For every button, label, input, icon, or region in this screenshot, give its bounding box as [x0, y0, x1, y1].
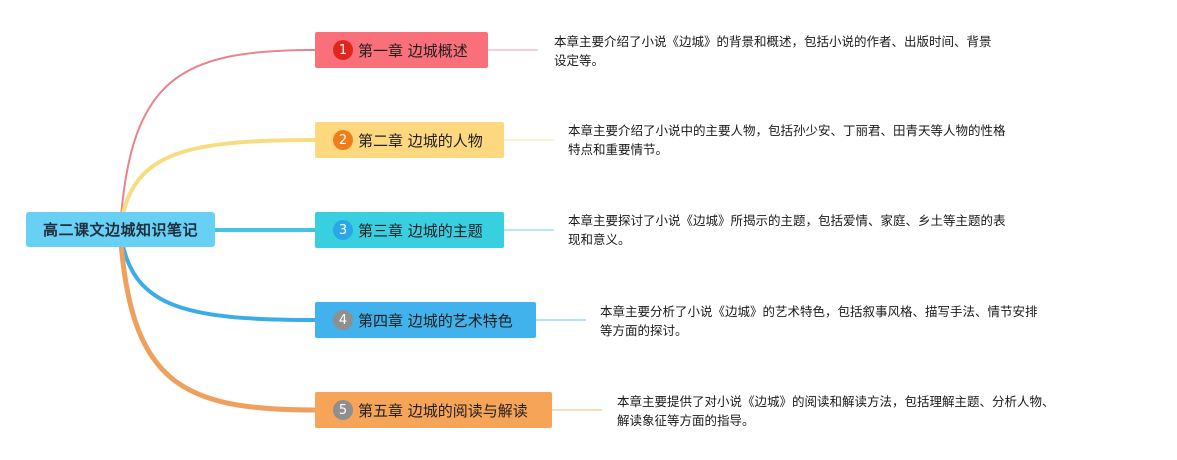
branch-topic-5-label: 第五章 边城的阅读与解读	[358, 401, 528, 420]
branch-1-description-line-2: 设定等。	[554, 53, 605, 68]
branch-4-description: 本章主要分析了小说《边城》的艺术特色，包括叙事风格、描写手法、情节安排 等方面的…	[600, 302, 1038, 340]
branch-3-description: 本章主要探讨了小说《边城》所揭示的主题，包括爱情、家庭、乡土等主题的表 现和意义…	[568, 211, 1006, 249]
number-badge-5-icon: 5	[333, 400, 353, 420]
branch-2-description-line-2: 特点和重要情节。	[568, 142, 669, 157]
branch-topic-4[interactable]: 4 第四章 边城的艺术特色	[315, 302, 536, 338]
branch-3-description-line-1: 本章主要探讨了小说《边城》所揭示的主题，包括爱情、家庭、乡土等主题的表	[568, 213, 1006, 228]
branch-topic-5[interactable]: 5 第五章 边城的阅读与解读	[315, 392, 552, 428]
branch-5-description-line-1: 本章主要提供了对小说《边城》的阅读和解读方法，包括理解主题、分析人物、	[617, 394, 1055, 409]
root-topic-label: 高二课文边城知识笔记	[42, 221, 198, 239]
connector-branch-1	[119, 49, 316, 231]
branch-5-description: 本章主要提供了对小说《边城》的阅读和解读方法，包括理解主题、分析人物、 解读象征…	[617, 392, 1055, 430]
branch-topic-4-label: 第四章 边城的艺术特色	[358, 311, 513, 330]
connector-branch-4	[118, 228, 317, 322]
branch-4-description-line-1: 本章主要分析了小说《边城》的艺术特色，包括叙事风格、描写手法、情节安排	[600, 304, 1038, 319]
number-badge-1-icon: 1	[333, 40, 353, 60]
branch-1-description-line-1: 本章主要介绍了小说《边城》的背景和概述，包括小说的作者、出版时间、背景	[554, 34, 992, 49]
branch-5-description-line-2: 解读象征等方面的指导。	[617, 413, 755, 428]
branch-topic-1-label: 第一章 边城概述	[358, 41, 468, 60]
connector-branch-2	[118, 138, 317, 232]
number-badge-2-icon: 2	[333, 130, 353, 150]
branch-topic-3-label: 第三章 边城的主题	[358, 221, 483, 240]
branch-1-description: 本章主要介绍了小说《边城》的背景和概述，包括小说的作者、出版时间、背景 设定等。	[554, 32, 992, 70]
branch-topic-3[interactable]: 3 第三章 边城的主题	[315, 212, 504, 248]
branch-4-description-line-2: 等方面的探讨。	[600, 323, 688, 338]
branch-topic-2[interactable]: 2 第二章 边城的人物	[315, 122, 504, 158]
branch-2-description-line-1: 本章主要介绍了小说中的主要人物，包括孙少安、丁丽君、田青天等人物的性格	[568, 123, 1006, 138]
branch-topic-2-label: 第二章 边城的人物	[358, 131, 483, 150]
number-badge-4-icon: 4	[333, 310, 353, 330]
number-badge-3-icon: 3	[333, 220, 353, 240]
branch-2-description: 本章主要介绍了小说中的主要人物，包括孙少安、丁丽君、田青天等人物的性格 特点和重…	[568, 121, 1006, 159]
connector-branch-5	[117, 227, 318, 413]
branch-3-description-line-2: 现和意义。	[568, 232, 631, 247]
branch-topic-1[interactable]: 1 第一章 边城概述	[315, 32, 488, 68]
root-topic[interactable]: 高二课文边城知识笔记	[26, 212, 215, 247]
